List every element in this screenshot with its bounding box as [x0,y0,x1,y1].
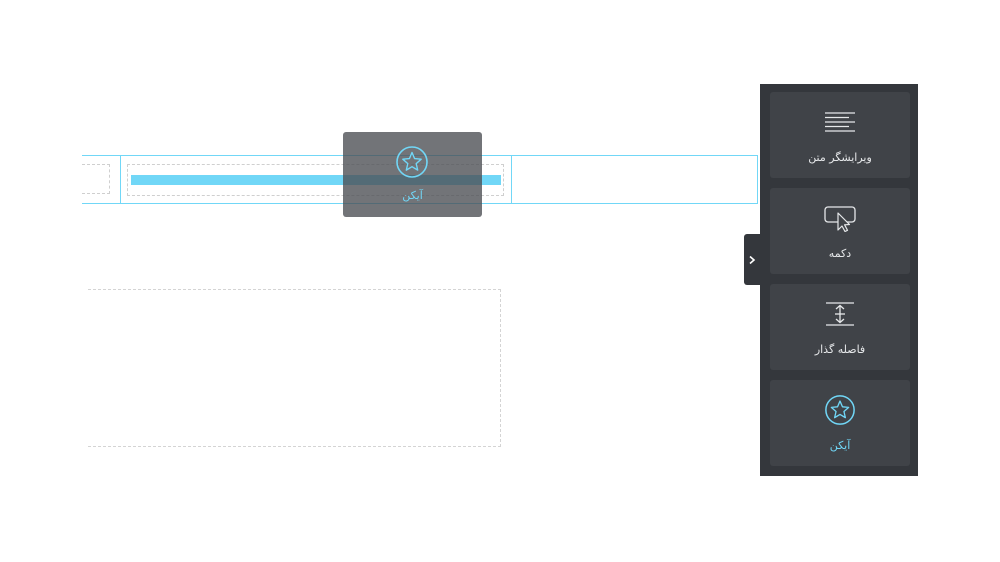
widget-icon[interactable]: آیکن [770,380,910,466]
widget-label: فاصله گذار [814,343,866,356]
widget-button[interactable]: دکمه [770,188,910,274]
widget-label: آیکن [829,439,851,452]
drop-placeholder [131,175,501,185]
widget-text-editor[interactable]: ویرایشگر متن [770,92,910,178]
column-divider [511,155,512,204]
spacer-icon [826,302,854,326]
drag-ghost[interactable]: آیکن [343,132,482,217]
column-middle[interactable] [127,164,504,196]
column-left[interactable] [82,164,110,194]
widget-label: دکمه [828,247,852,260]
star-circle-icon [825,395,855,425]
empty-section-dropzone[interactable] [88,289,501,447]
panel-toggle-button[interactable] [744,234,760,285]
button-cursor-icon [824,206,856,232]
star-circle-icon [396,146,428,178]
column-divider [120,155,121,204]
text-lines-icon [825,112,855,132]
widget-label: ویرایشگر متن [808,151,872,164]
drag-ghost-label: آیکن [402,189,423,202]
widget-spacer[interactable]: فاصله گذار [770,284,910,370]
chevron-right-icon [749,255,756,264]
